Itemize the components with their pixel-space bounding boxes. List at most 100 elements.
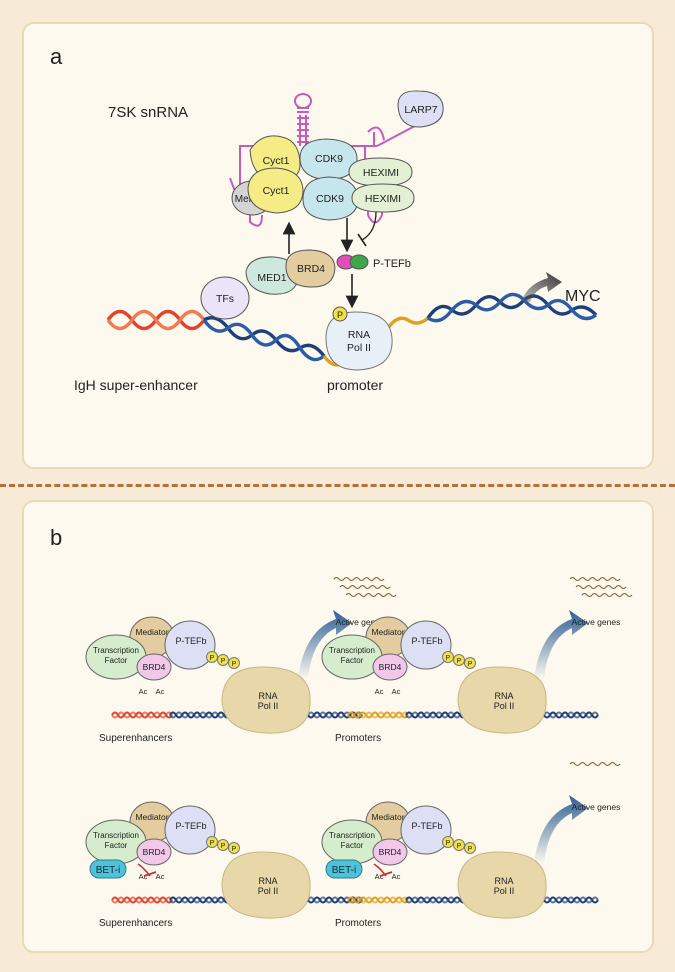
pol-ii-line2: Pol II [494, 701, 515, 711]
cdk9-upper-label: CDK9 [315, 153, 343, 165]
bet-i-drug [89, 859, 127, 879]
ac-label-1: Ac [139, 687, 148, 696]
myc-label: MYC [565, 288, 601, 305]
pol-ii-line2: Pol II [258, 701, 279, 711]
ptefb-label: P-TEFb [411, 636, 442, 646]
pol-ii-line1: RNA [494, 691, 513, 701]
mrna-squiggle [339, 585, 391, 589]
dna-left-strand-2 [111, 711, 173, 719]
panel-a [22, 22, 654, 469]
ac-label-1: Ac [139, 872, 148, 881]
brd4-protein [372, 838, 408, 866]
mediator-label: Mediator [371, 627, 404, 637]
cyct1-upper-label: Cyct1 [263, 155, 290, 167]
region-label: Superenhancers [99, 918, 172, 929]
ac-label-1: Ac [375, 687, 384, 696]
dna-helix-a [106, 292, 598, 367]
brd4-label: BRD4 [143, 847, 166, 857]
phospho-circle [206, 836, 218, 848]
brd4-label: BRD4 [143, 662, 166, 672]
phospho-label: P [232, 661, 237, 668]
cdk9-upper-protein [299, 138, 358, 181]
ptefb-protein [400, 620, 452, 670]
phospho-circle [228, 842, 240, 854]
panel-b-letter: b [50, 525, 62, 550]
hexim-upper-protein [348, 157, 413, 187]
phospho-circle [442, 836, 454, 848]
bet-i-label: BET-i [332, 865, 356, 876]
active-genes-label: Active genes [572, 617, 621, 627]
pol-ii-line2: Pol II [494, 886, 515, 896]
mediator-label: Mediator [135, 627, 168, 637]
ptefb-label: P-TEFb [373, 258, 411, 270]
ac-label-2: Ac [156, 872, 165, 881]
cdk9-lower-label: CDK9 [316, 193, 344, 205]
inhibition-line [361, 211, 377, 241]
phospho-label: P [221, 658, 226, 665]
phospho-a [332, 306, 348, 322]
ac-label-2: Ac [392, 872, 401, 881]
transcription-factor-line2: Factor [105, 656, 128, 665]
phospho-label: P [468, 846, 473, 853]
ac-label-2: Ac [156, 687, 165, 696]
hexim-lower-label: HEXIMI [365, 193, 401, 205]
tfs-label: TFs [216, 293, 234, 305]
dna-left-strand-2 [347, 896, 409, 904]
panel-a-letter: a [50, 44, 63, 69]
brd4-protein [136, 838, 172, 866]
mrna-squiggle [345, 593, 397, 597]
transcription-factor-line1: Transcription [329, 831, 375, 840]
hexim-lower-protein [351, 183, 415, 213]
phospho-label: P [221, 843, 226, 850]
phospho-label: P [210, 840, 215, 847]
promoter-label: promoter [327, 377, 383, 393]
phospho-circle [442, 651, 454, 663]
pol-ii [221, 851, 311, 919]
ptefb-protein [164, 620, 216, 670]
mrna-squiggle [569, 762, 621, 766]
active-genes-label: Active genes [572, 802, 621, 812]
phospho-label: P [446, 655, 451, 662]
inhibition-bar [143, 871, 157, 877]
phospho-a-label: P [337, 310, 343, 320]
pol-ii-a [325, 311, 393, 371]
bet-i-drug [325, 859, 363, 879]
pol-ii-a-line2: Pol II [347, 342, 371, 354]
mediator-label: Mediator [371, 812, 404, 822]
region-label: Promoters [335, 733, 381, 744]
phospho-circle [453, 839, 465, 851]
phospho-label: P [446, 840, 451, 847]
inhibition-bar [357, 233, 367, 247]
larp7-protein [397, 90, 444, 128]
tfs-protein [200, 276, 250, 320]
transcription-factor-line1: Transcription [93, 646, 139, 655]
pol-ii-line2: Pol II [258, 886, 279, 896]
transcription-factor-line2: Factor [341, 841, 364, 850]
active-genes-arrow [298, 610, 352, 679]
mrna-squiggle [575, 585, 627, 589]
active-genes-arrow [534, 610, 588, 679]
ptefb-protein [164, 805, 216, 855]
transcription-factor-line1: Transcription [329, 646, 375, 655]
ptefb-label: P-TEFb [175, 821, 206, 831]
phospho-label: P [210, 655, 215, 662]
mrna-squiggle [569, 577, 621, 581]
ptefb-label: P-TEFb [411, 821, 442, 831]
rna-7sk-label: 7SK snRNA [108, 104, 188, 121]
region-label: Superenhancers [99, 733, 172, 744]
myc-arrow [522, 272, 562, 302]
phospho-label: P [232, 846, 237, 853]
phospho-circle [206, 651, 218, 663]
brd4-protein [372, 653, 408, 681]
mediator-label: Mediator [135, 812, 168, 822]
phospho-label: P [468, 661, 473, 668]
pol-ii-a-line1: RNA [348, 329, 370, 341]
enhancer-label: IgH super-enhancer [74, 377, 198, 393]
mrna-squiggle [333, 577, 385, 581]
med1-label: MED1 [257, 272, 286, 284]
mrna-squiggle [581, 593, 633, 597]
active-genes-label: Active genes [336, 617, 385, 627]
